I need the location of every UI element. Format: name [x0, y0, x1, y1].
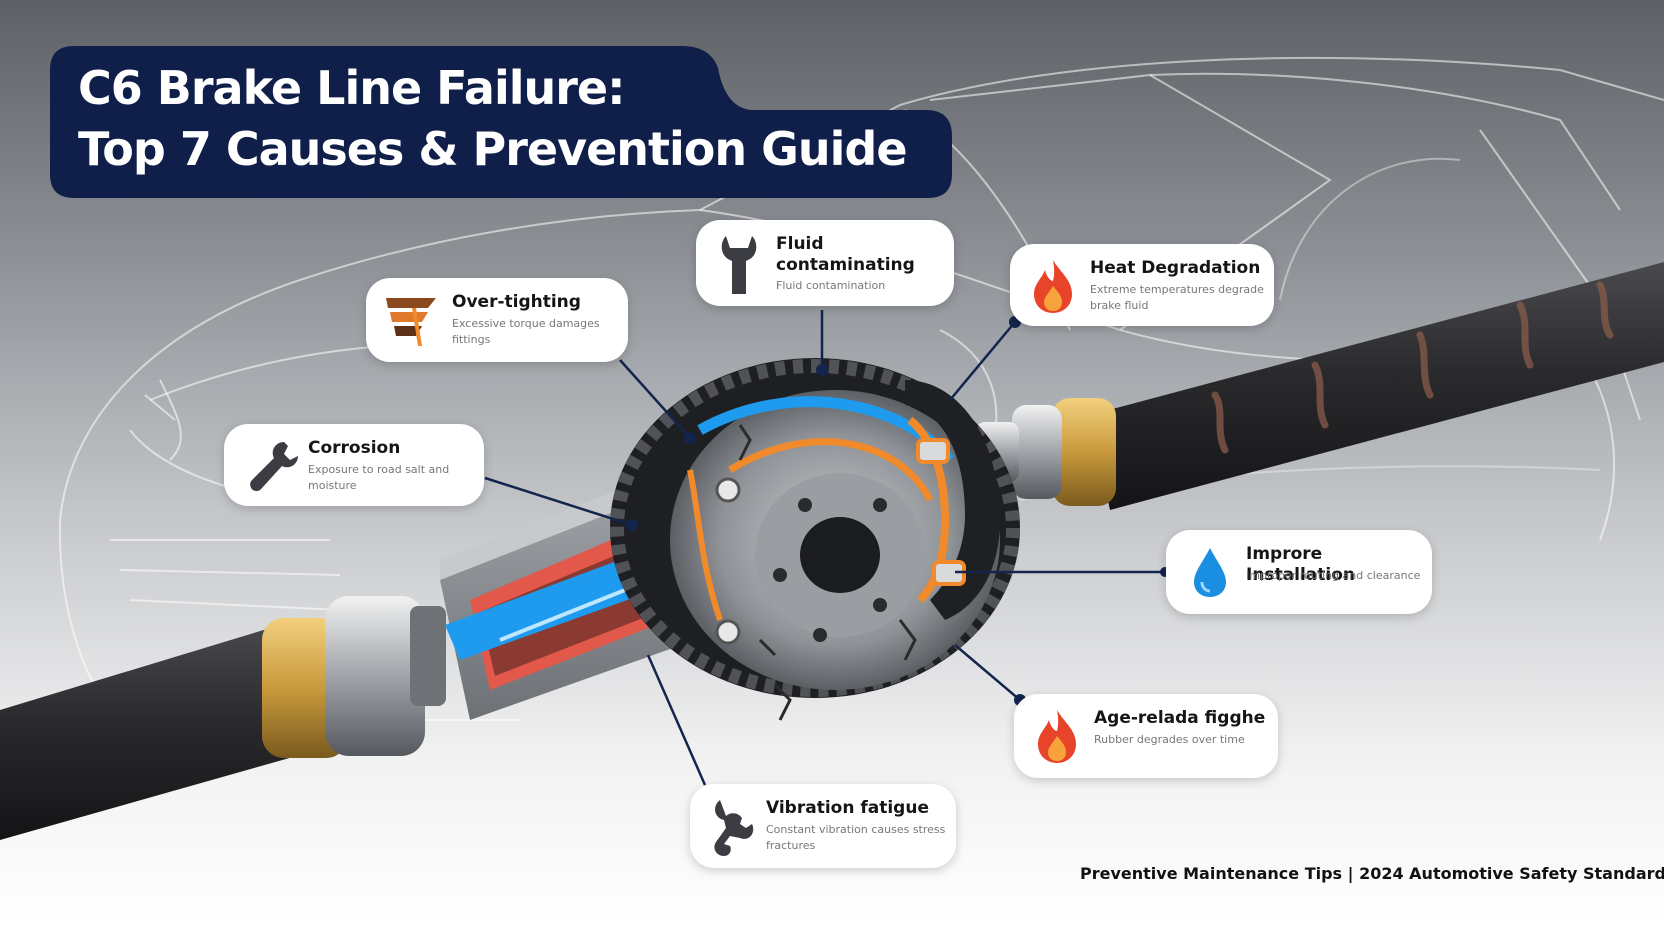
callout-heat-degradation: Heat Degradation Extreme temperatures de… [1010, 244, 1274, 326]
callout-title: Vibration fatigue [766, 798, 929, 818]
water-drop-icon [1194, 548, 1226, 597]
callout-description: Rubber degrades over time [1094, 733, 1245, 746]
title-line-2: Top 7 Causes & Prevention Guide [78, 122, 908, 176]
flame-icon [1038, 710, 1076, 763]
flame-icon [1034, 260, 1072, 313]
brake-caliper [905, 380, 1000, 620]
callout-title: Corrosion [308, 438, 401, 458]
callout-title: Heat Degradation [1090, 258, 1261, 278]
left-brake-hose [0, 596, 446, 840]
callout-over-tighting: Over-tighting Excessive torque damages f… [366, 278, 628, 362]
callout-age-relada-figghe: Age-relada figghe Rubber degrades over t… [1014, 694, 1278, 778]
callout-improre-installation: Improre Installation Improper routing an… [1166, 530, 1432, 614]
title-banner: C6 Brake Line Failure: Top 7 Causes & Pr… [50, 46, 952, 198]
callout-description: Exposure to road salt and moisture [308, 463, 450, 492]
callout-title: Improre Installation [1246, 544, 1356, 585]
callout-fluid-contaminating: Fluid contaminating Fluid contamination [696, 220, 954, 306]
footer-caption: Preventive Maintenance Tips | 2024 Autom… [1080, 864, 1664, 883]
page-title: C6 Brake Line Failure: Top 7 Causes & Pr… [78, 58, 908, 180]
title-line-1: C6 Brake Line Failure: [78, 61, 626, 115]
callout-description: Constant vibration causes stress fractur… [766, 823, 946, 852]
callout-vibration-fatigue: Vibration fatigue Constant vibration cau… [690, 784, 956, 868]
callout-description: Excessive torque damages fittings [452, 317, 600, 346]
wrench-icon [714, 800, 754, 856]
fitting-stack-icon [386, 298, 436, 346]
wrench-icon [721, 236, 757, 294]
callout-description: Fluid contamination [776, 279, 886, 292]
callout-title: Over-tighting [452, 292, 581, 312]
callout-title: Fluid contaminating [776, 234, 915, 275]
wrench-icon [250, 442, 298, 492]
callout-corrosion: Corrosion Exposure to road salt and mois… [224, 424, 484, 506]
callout-description: Improper routing and clearance [1246, 569, 1421, 582]
callout-leader-lines [484, 310, 1165, 786]
title-banner-shape [50, 46, 952, 198]
callout-title: Age-relada figghe [1094, 708, 1266, 728]
callout-description: Extreme temperatures degrade brake fluid [1090, 283, 1264, 312]
